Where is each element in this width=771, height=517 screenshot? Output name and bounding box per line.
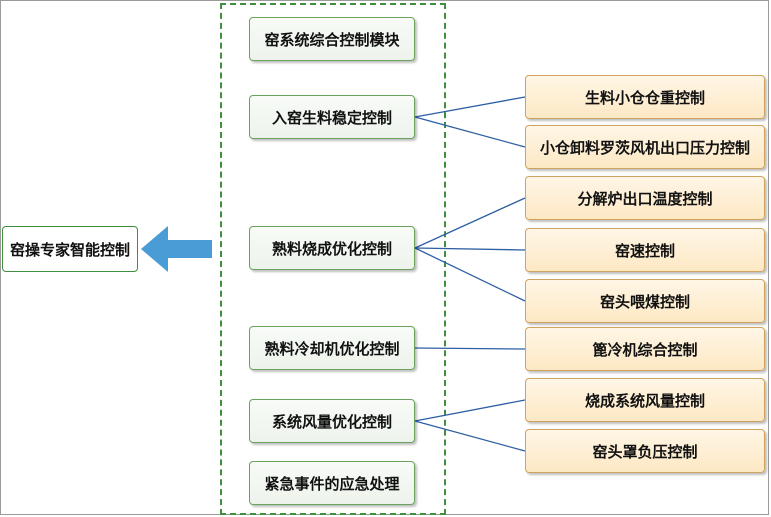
submodule-label: 窑速控制 — [614, 241, 675, 260]
connector-m1-s0 — [414, 96, 526, 118]
module-label: 熟料冷却机优化控制 — [264, 339, 400, 358]
module-system-air-volume: 系统风量优化控制 — [249, 399, 415, 443]
submodule-kiln-hood-pressure: 窑头罩负压控制 — [525, 429, 765, 473]
module-label: 系统风量优化控制 — [271, 412, 392, 431]
submodule-kiln-head-coal-feed: 窑头喂煤控制 — [525, 279, 765, 323]
main-node-label: 窑操专家智能控制 — [9, 240, 130, 259]
submodule-roots-blower-pressure: 小仓卸料罗茨风机出口压力控制 — [525, 125, 765, 169]
submodule-label: 窑头喂煤控制 — [599, 292, 690, 311]
connector-m2-s3 — [414, 247, 526, 251]
connector-m1-s1 — [414, 116, 526, 148]
connector-m4-s6 — [414, 399, 526, 422]
submodule-label: 窑头罩负压控制 — [592, 442, 698, 461]
main-node-kiln-expert-control: 窑操专家智能控制 — [2, 226, 138, 272]
connector-m4-s7 — [414, 420, 526, 452]
module-kiln-system-integrated: 窑系统综合控制模块 — [249, 17, 415, 61]
submodule-calciner-outlet-temp: 分解炉出口温度控制 — [525, 176, 765, 220]
module-label: 熟料烧成优化控制 — [271, 239, 392, 258]
module-emergency-handling: 紧急事件的应急处理 — [249, 461, 415, 505]
submodule-grate-cooler: 篦冷机综合控制 — [525, 327, 765, 371]
submodule-label: 分解炉出口温度控制 — [577, 189, 713, 208]
submodule-burning-air-volume: 烧成系统风量控制 — [525, 378, 765, 422]
module-group-dashed-border — [220, 3, 446, 515]
submodule-kiln-speed: 窑速控制 — [525, 228, 765, 272]
submodule-raw-meal-bin-weight: 生料小仓仓重控制 — [525, 75, 765, 119]
submodule-label: 生料小仓仓重控制 — [584, 88, 705, 107]
module-label: 入窑生料稳定控制 — [271, 108, 392, 127]
connector-m2-s2 — [414, 197, 526, 249]
module-raw-meal-stability: 入窑生料稳定控制 — [249, 95, 415, 139]
module-label: 紧急事件的应急处理 — [264, 474, 400, 493]
connector-m3-s5 — [414, 347, 526, 350]
left-arrow-icon — [141, 226, 212, 272]
submodule-label: 篦冷机综合控制 — [592, 340, 698, 359]
module-clinker-burning: 熟料烧成优化控制 — [249, 226, 415, 270]
submodule-label: 小仓卸料罗茨风机出口压力控制 — [539, 138, 750, 157]
connector-lines — [414, 96, 526, 452]
submodule-label: 烧成系统风量控制 — [584, 391, 705, 410]
connector-m2-s4 — [414, 247, 526, 302]
module-label: 窑系统综合控制模块 — [264, 30, 400, 49]
module-clinker-cooler: 熟料冷却机优化控制 — [249, 326, 415, 370]
